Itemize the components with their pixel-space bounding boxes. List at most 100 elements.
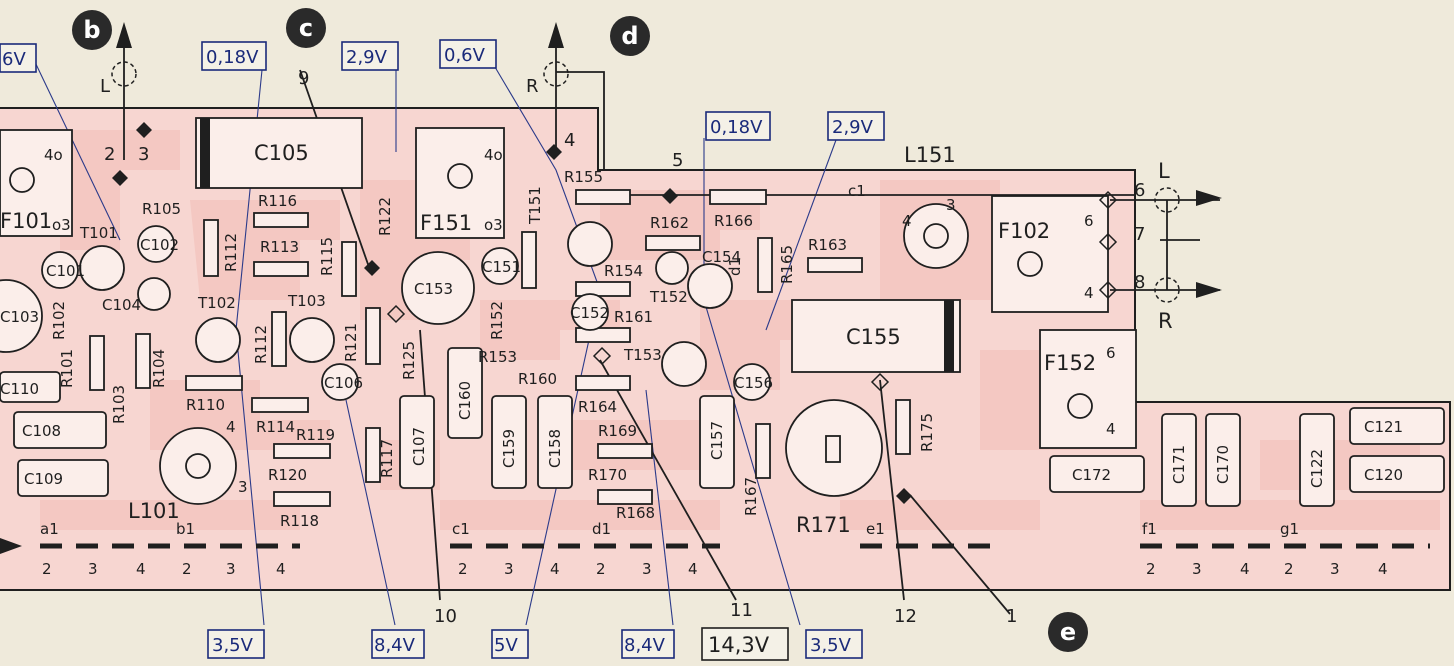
pin-number: 4 (550, 560, 560, 578)
capacitor-label: C121 (1364, 418, 1403, 436)
capacitor-label: C105 (254, 141, 309, 165)
resistor-label: R116 (258, 192, 297, 210)
resistor-label: R163 (808, 236, 847, 254)
filter-label: F102 (998, 219, 1050, 243)
capacitor-label: C157 (708, 421, 726, 460)
pad-number: c1 (848, 182, 866, 200)
resistor-label: R175 (918, 413, 936, 452)
resistor-label: R112 (252, 325, 270, 364)
resistor-label: R119 (296, 426, 335, 444)
resistor-label: R169 (598, 422, 637, 440)
test-point-number: 12 (894, 606, 917, 627)
pin-number: 3 (88, 560, 98, 578)
resistor-label: R110 (186, 396, 225, 414)
capacitor-labels: C101 C102 C103 C104 C105 C106 C107 C108 … (0, 141, 1403, 488)
pad-number: o3 (52, 216, 71, 234)
semiconductors (41, 221, 771, 401)
pin-number: 2 (458, 560, 468, 578)
pad-number: 4o (484, 146, 503, 164)
pin-number: 2 (182, 560, 192, 578)
pin-number: 3 (1192, 560, 1202, 578)
voltage-label: 8,4V (624, 635, 666, 656)
capacitor-label: C170 (1214, 445, 1232, 484)
resistor-label: R164 (578, 398, 617, 416)
node-d-badge (610, 16, 650, 56)
capacitor-label: C103 (0, 308, 39, 326)
channel-label: L (100, 76, 110, 97)
channel-labels: L R L R (100, 76, 1173, 333)
resistor-label: R118 (280, 512, 319, 530)
connector-labels: a1 b1 c1 d1 e1 f1 g1 (40, 520, 1299, 538)
resistor-label: R105 (142, 200, 181, 218)
voltage-boxes: 6V 0,18V 2,9V 0,6V 0,18V 2,9V 3,5V 8,4V … (0, 39, 885, 661)
transistor-label: T152 (649, 288, 688, 306)
jack-circles (111, 61, 1180, 303)
capacitor-label: C152 (570, 304, 609, 322)
node-b-letter: b (83, 16, 100, 44)
channel-label: R (526, 76, 539, 97)
pin-number: 2 (42, 560, 52, 578)
pin-number: 2 (596, 560, 606, 578)
capacitor-label: C155 (846, 325, 901, 349)
test-point-number: 5 (672, 150, 683, 171)
pad-number: o3 (484, 216, 503, 234)
connector-label: g1 (1280, 520, 1299, 538)
capacitor-label: C158 (546, 429, 564, 468)
supply-voltage-label: 14,3V (708, 633, 770, 657)
transistor-label: T102 (197, 294, 236, 312)
resistor-label: R122 (376, 197, 394, 236)
test-leaders (123, 40, 1220, 615)
connector-label: d1 (592, 520, 611, 538)
capacitor-label: C102 (140, 236, 179, 254)
connector-label: c1 (452, 520, 470, 538)
capacitor-label: C171 (1170, 445, 1188, 484)
node-c-letter: c (299, 14, 313, 42)
test-point-number: 3 (138, 144, 149, 165)
connector-label: a1 (40, 520, 59, 538)
voltage-label: 6V (2, 49, 26, 70)
test-point-number: 10 (434, 606, 457, 627)
test-point-number: 6 (1134, 180, 1145, 201)
pin-number: 4 (1378, 560, 1388, 578)
pin-number: 2 (1284, 560, 1294, 578)
pin-number: 3 (504, 560, 514, 578)
pad-number: 3 (946, 196, 956, 214)
transistor-label: T103 (287, 292, 326, 310)
resistor-label: R166 (714, 212, 753, 230)
resistor-label: R112 (222, 233, 240, 272)
voltage-label: 3,5V (810, 635, 852, 656)
pin-numbers: 2 3 4 2 3 4 2 3 4 2 3 4 2 3 4 2 3 4 (42, 560, 1388, 578)
pad-number: 6 (1084, 212, 1094, 230)
capacitor-label: C108 (22, 422, 61, 440)
resistor-label: R152 (488, 301, 506, 340)
test-point-number: 11 (730, 600, 753, 621)
test-point-number: 4 (564, 130, 575, 151)
resistor-label: R153 (478, 348, 517, 366)
pad-number: 4 (1106, 420, 1116, 438)
voltage-label: 3,5V (212, 635, 254, 656)
test-point-number: 9 (298, 68, 309, 89)
transistor-label: T153 (623, 346, 662, 364)
connector-label: e1 (866, 520, 885, 538)
resistor-label: R162 (650, 214, 689, 232)
pad-number: 4o (44, 146, 63, 164)
transistor-label: T101 (79, 224, 118, 242)
capacitor-label: C101 (46, 262, 85, 280)
voltage-label: 0,18V (710, 117, 763, 138)
pad-number: 4 (226, 418, 236, 436)
resistor-label: R102 (50, 301, 68, 340)
resistor-label: R161 (614, 308, 653, 326)
capacitor-bodies (0, 117, 1445, 507)
resistor-label: R165 (778, 245, 796, 284)
node-badges: b c d e (72, 8, 1088, 652)
voltage-label: 8,4V (374, 635, 416, 656)
node-b-badge (72, 10, 112, 50)
filter-label: F101 (0, 209, 52, 233)
board-outline (0, 107, 1451, 591)
capacitor-label: C122 (1308, 449, 1326, 488)
filter-labels: F101 F151 F102 F152 L101 L151 (0, 143, 1096, 523)
voltage-label: 0,6V (444, 45, 486, 66)
resistor-label: R103 (110, 385, 128, 424)
